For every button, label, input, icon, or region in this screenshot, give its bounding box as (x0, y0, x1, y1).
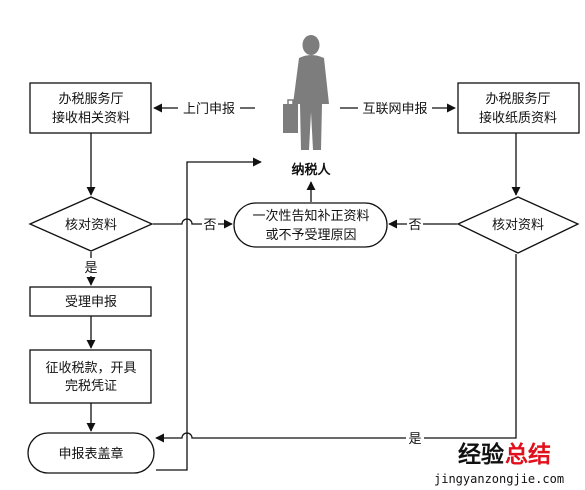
edge-label-no-right: 否 (407, 214, 423, 234)
stamp-label: 申报表盖章 (58, 446, 123, 462)
edge-label-internet: 互联网申报 (358, 98, 432, 118)
yes-left-label: 是 (84, 261, 97, 276)
taxpayer-figure-icon (283, 35, 329, 150)
watermark-brand-a: 经验 (458, 441, 504, 468)
notify-line2: 或不予受理原因 (265, 228, 356, 243)
yes-right-label: 是 (408, 432, 421, 447)
check-left-label: 核对资料 (65, 218, 117, 233)
edge-internet-label: 互联网申报 (362, 102, 427, 117)
edge-stamp-to-taxpayer (156, 157, 262, 471)
hall-left-line1: 办税服务厅 (58, 91, 123, 107)
node-accept: 受理申报 (29, 286, 152, 317)
no-right-label: 否 (408, 218, 421, 233)
edge-label-yes-left: 是 (82, 258, 100, 276)
node-collect: 征收税款，开具 完税凭证 (29, 349, 152, 404)
node-check-left: 核对资料 (28, 196, 154, 252)
notify-line1: 一次性告知补正资料 (252, 208, 369, 224)
node-hall-left: 办税服务厅 接收相关资料 (29, 82, 152, 134)
accept-label: 受理申报 (65, 295, 117, 310)
hall-left-line2: 接收相关资料 (52, 110, 130, 126)
no-left-label: 否 (203, 218, 216, 233)
node-hall-right: 办税服务厅 接收纸质资料 (457, 82, 580, 134)
node-notify: 一次性告知补正资料 或不予受理原因 (233, 202, 388, 248)
hall-right-line2: 接收纸质资料 (479, 110, 557, 126)
edge-yes-right (155, 254, 517, 443)
check-right-label: 核对资料 (492, 218, 544, 233)
edge-label-yes-right: 是 (406, 428, 424, 448)
node-stamp: 申报表盖章 (27, 432, 155, 474)
watermark-brand-b: 总结 (505, 441, 551, 468)
edge-no-left (153, 218, 233, 229)
collect-line1: 征收税款，开具 (45, 361, 136, 376)
edge-label-no-left: 否 (202, 214, 218, 234)
node-check-right: 核对资料 (456, 196, 580, 254)
taxpayer-label: 纳税人 (291, 162, 331, 178)
hall-right-line1: 办税服务厅 (485, 91, 550, 107)
watermark-url: jingyanzongjie.com (434, 472, 564, 486)
watermark: 经验 总结 jingyanzongjie.com (434, 441, 564, 486)
collect-line2: 完税凭证 (65, 379, 117, 394)
edge-door-label: 上门申报 (183, 102, 235, 117)
edge-label-door: 上门申报 (178, 98, 240, 118)
